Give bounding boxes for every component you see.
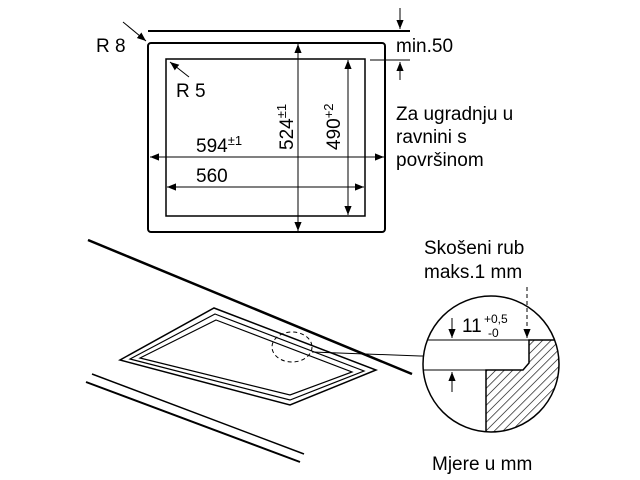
cutout-inner-outline bbox=[165, 58, 366, 217]
worktop-front-edge bbox=[85, 381, 301, 463]
worktop-front-edge-lower bbox=[91, 373, 305, 455]
flush-mount-note-line-3: površinom bbox=[396, 150, 484, 171]
chamfer-note-line-2: maks.1 mm bbox=[424, 262, 522, 283]
width-inner-label: 560 bbox=[196, 166, 228, 187]
detail-depth-tol-lower: -0 bbox=[488, 326, 499, 340]
depth-outer-label: 524±1 bbox=[274, 104, 298, 150]
depth-inner-label: 490+2 bbox=[321, 103, 345, 150]
flush-mount-note-line-2: ravnini s bbox=[396, 127, 467, 148]
radius-outer-leader bbox=[122, 21, 147, 42]
detail-depth-value: 11 bbox=[462, 316, 482, 337]
worktop-back-edge bbox=[87, 238, 413, 376]
width-outer-value: 594 bbox=[196, 136, 228, 157]
units-note: Mjere u mm bbox=[432, 454, 532, 475]
chamfer-note-line-1: Skošeni rub bbox=[424, 238, 524, 259]
cutout-outer-outline bbox=[147, 42, 386, 233]
width-outer-tolerance: ±1 bbox=[228, 133, 242, 148]
cutout-outer-perspective bbox=[118, 307, 379, 406]
edge-detail: 11 +0,5 -0 Skošeni rub maks.1 mm bbox=[422, 238, 560, 433]
detail-depth-tol-upper: +0,5 bbox=[484, 312, 508, 326]
flush-mount-note-line-1: Za ugradnju u bbox=[396, 104, 513, 125]
cutout-inner-perspective bbox=[138, 319, 354, 396]
radius-inner-label: R 5 bbox=[176, 81, 206, 102]
detail-callout-circle bbox=[271, 331, 313, 363]
radius-outer-label: R 8 bbox=[96, 36, 126, 57]
depth-outer-tolerance: ±1 bbox=[274, 104, 289, 118]
depth-outer-value: 524 bbox=[277, 118, 298, 150]
perspective-view bbox=[85, 238, 425, 463]
width-outer-label: 594±1 bbox=[196, 133, 242, 157]
depth-inner-tolerance: +2 bbox=[321, 103, 336, 118]
radius-inner-leader bbox=[169, 61, 190, 78]
min-distance-label: min.50 bbox=[396, 36, 453, 57]
cutout-mid-perspective bbox=[128, 313, 366, 401]
top-view: R 8 R 5 min.50 Za ugradnju u ravnini s p… bbox=[96, 8, 513, 233]
depth-inner-value: 490 bbox=[324, 118, 345, 150]
